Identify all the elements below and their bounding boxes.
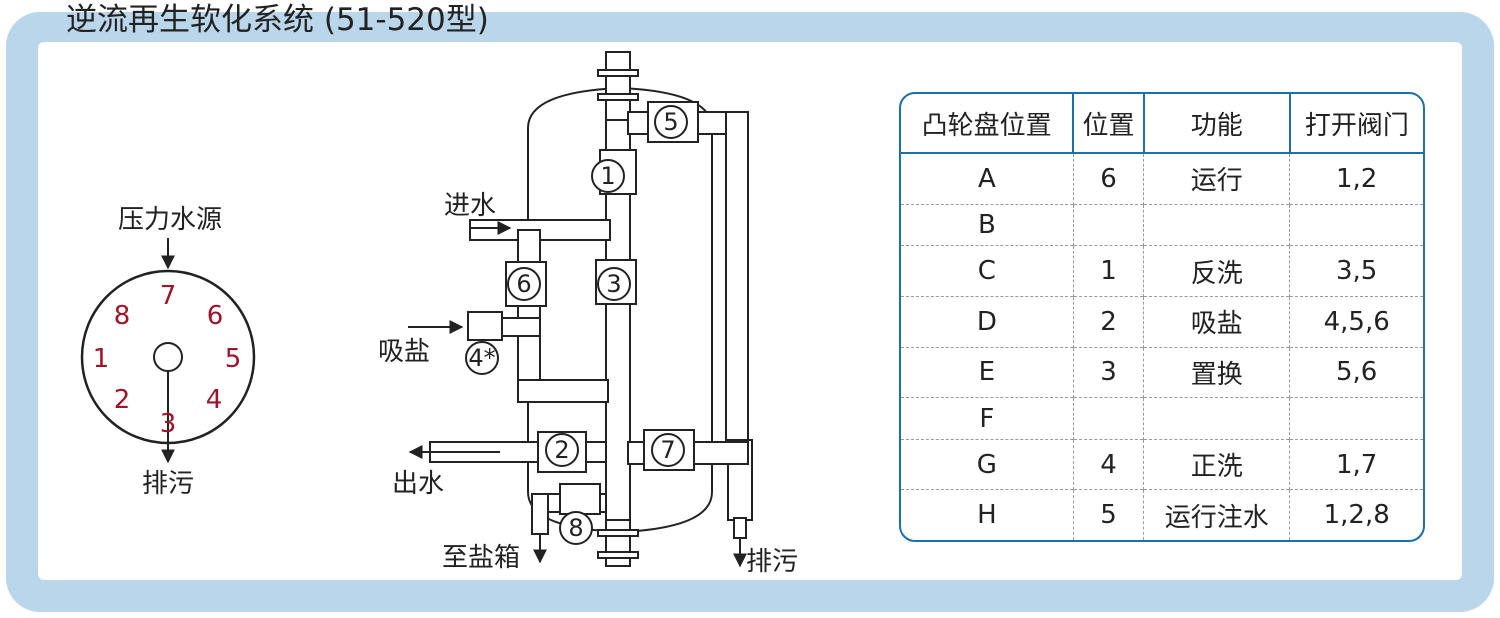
brine-label: 吸盐 bbox=[378, 337, 430, 367]
table-cell: 3 bbox=[1072, 346, 1144, 398]
table-cell bbox=[1289, 397, 1423, 440]
table-header-row: 凸轮盘位置 位置 功能 打开阀门 bbox=[901, 94, 1423, 154]
valve-5: 5 bbox=[647, 101, 699, 143]
dial-position: 3 bbox=[160, 409, 177, 439]
svg-text:3: 3 bbox=[606, 270, 621, 298]
dial-position: 2 bbox=[114, 385, 131, 415]
table-cell: D bbox=[901, 295, 1074, 348]
table-cell: 运行注水 bbox=[1143, 489, 1290, 540]
table-cell: 6 bbox=[1072, 153, 1144, 205]
outlet-label: 出水 bbox=[392, 469, 444, 499]
table-cell bbox=[1289, 203, 1423, 246]
valve-2: 2 bbox=[537, 431, 587, 473]
svg-text:5: 5 bbox=[663, 108, 678, 136]
valve-6: 6 bbox=[505, 261, 547, 307]
table-cell: F bbox=[901, 397, 1074, 440]
table-row: F bbox=[901, 397, 1423, 440]
svg-text:8: 8 bbox=[568, 514, 583, 542]
to-brine-tank-label: 至盐箱 bbox=[442, 543, 520, 573]
col-header-open-valves: 打开阀门 bbox=[1288, 94, 1423, 154]
page-title: 逆流再生软化系统 (51-520型) bbox=[66, 2, 489, 38]
dial-drain-label: 排污 bbox=[142, 469, 194, 499]
valve-8: 8 bbox=[559, 483, 601, 545]
table-cell: C bbox=[901, 245, 1074, 297]
table-cell bbox=[1072, 203, 1144, 246]
table-cell: A bbox=[977, 163, 996, 194]
dial-position: 1 bbox=[93, 344, 110, 374]
table-row: B bbox=[901, 203, 1423, 246]
table-cell: 5 bbox=[1072, 489, 1144, 540]
valve-7: 7 bbox=[643, 429, 695, 471]
table-cell bbox=[1072, 397, 1144, 440]
cam-dial: 压力水源 排污 7 6 5 4 3 2 1 8 bbox=[80, 205, 256, 499]
table-cell: G bbox=[901, 438, 1074, 490]
table-cell: B bbox=[901, 203, 1074, 246]
table-cell: E bbox=[901, 346, 1074, 398]
valve-4: 4* bbox=[465, 311, 503, 375]
dial-hub bbox=[153, 342, 183, 372]
table-cell: 1,7 bbox=[1289, 438, 1423, 490]
col-header-position: 位置 bbox=[1072, 94, 1144, 154]
dial-position: 7 bbox=[160, 281, 177, 311]
dial-position: 8 bbox=[114, 301, 131, 331]
table-cell: 1,2,8 bbox=[1289, 489, 1423, 540]
dial-position: 6 bbox=[207, 301, 224, 331]
table-cell: 4 bbox=[1072, 438, 1144, 490]
valve-3: 3 bbox=[595, 259, 637, 305]
table-cell: 吸盐 bbox=[1143, 295, 1290, 348]
inlet-label: 进水 bbox=[444, 191, 496, 221]
table-cell: 3,5 bbox=[1289, 245, 1423, 297]
table-cell: 反洗 bbox=[1143, 245, 1290, 297]
svg-text:1: 1 bbox=[600, 162, 615, 190]
svg-text:4*: 4* bbox=[468, 344, 495, 372]
table-cell: 置换 bbox=[1143, 346, 1290, 398]
table-cell: 运行 bbox=[1143, 153, 1290, 205]
table-cell bbox=[1143, 397, 1290, 440]
piping-drain-label: 排污 bbox=[746, 547, 798, 577]
table-cell: 正洗 bbox=[1143, 438, 1290, 490]
svg-text:6: 6 bbox=[516, 270, 531, 298]
col-header-function: 功能 bbox=[1142, 94, 1290, 154]
pressure-source-label: 压力水源 bbox=[118, 205, 222, 235]
dial-position: 5 bbox=[225, 344, 242, 374]
svg-text:7: 7 bbox=[660, 436, 675, 464]
table-cell: 2 bbox=[1072, 295, 1144, 348]
table-cell: 1,2 bbox=[1289, 153, 1423, 205]
table-cell: H bbox=[901, 489, 1074, 540]
table-cell: 4,5,6 bbox=[1289, 295, 1423, 348]
table-cell bbox=[1143, 203, 1290, 246]
svg-text:2: 2 bbox=[554, 436, 569, 464]
dial-position: 4 bbox=[206, 385, 223, 415]
table-cell: 5,6 bbox=[1289, 346, 1423, 398]
col-header-cam-position: 凸轮盘位置 bbox=[901, 94, 1074, 154]
valve-1: 1 bbox=[591, 149, 637, 195]
table-cell: 1 bbox=[1072, 245, 1144, 297]
